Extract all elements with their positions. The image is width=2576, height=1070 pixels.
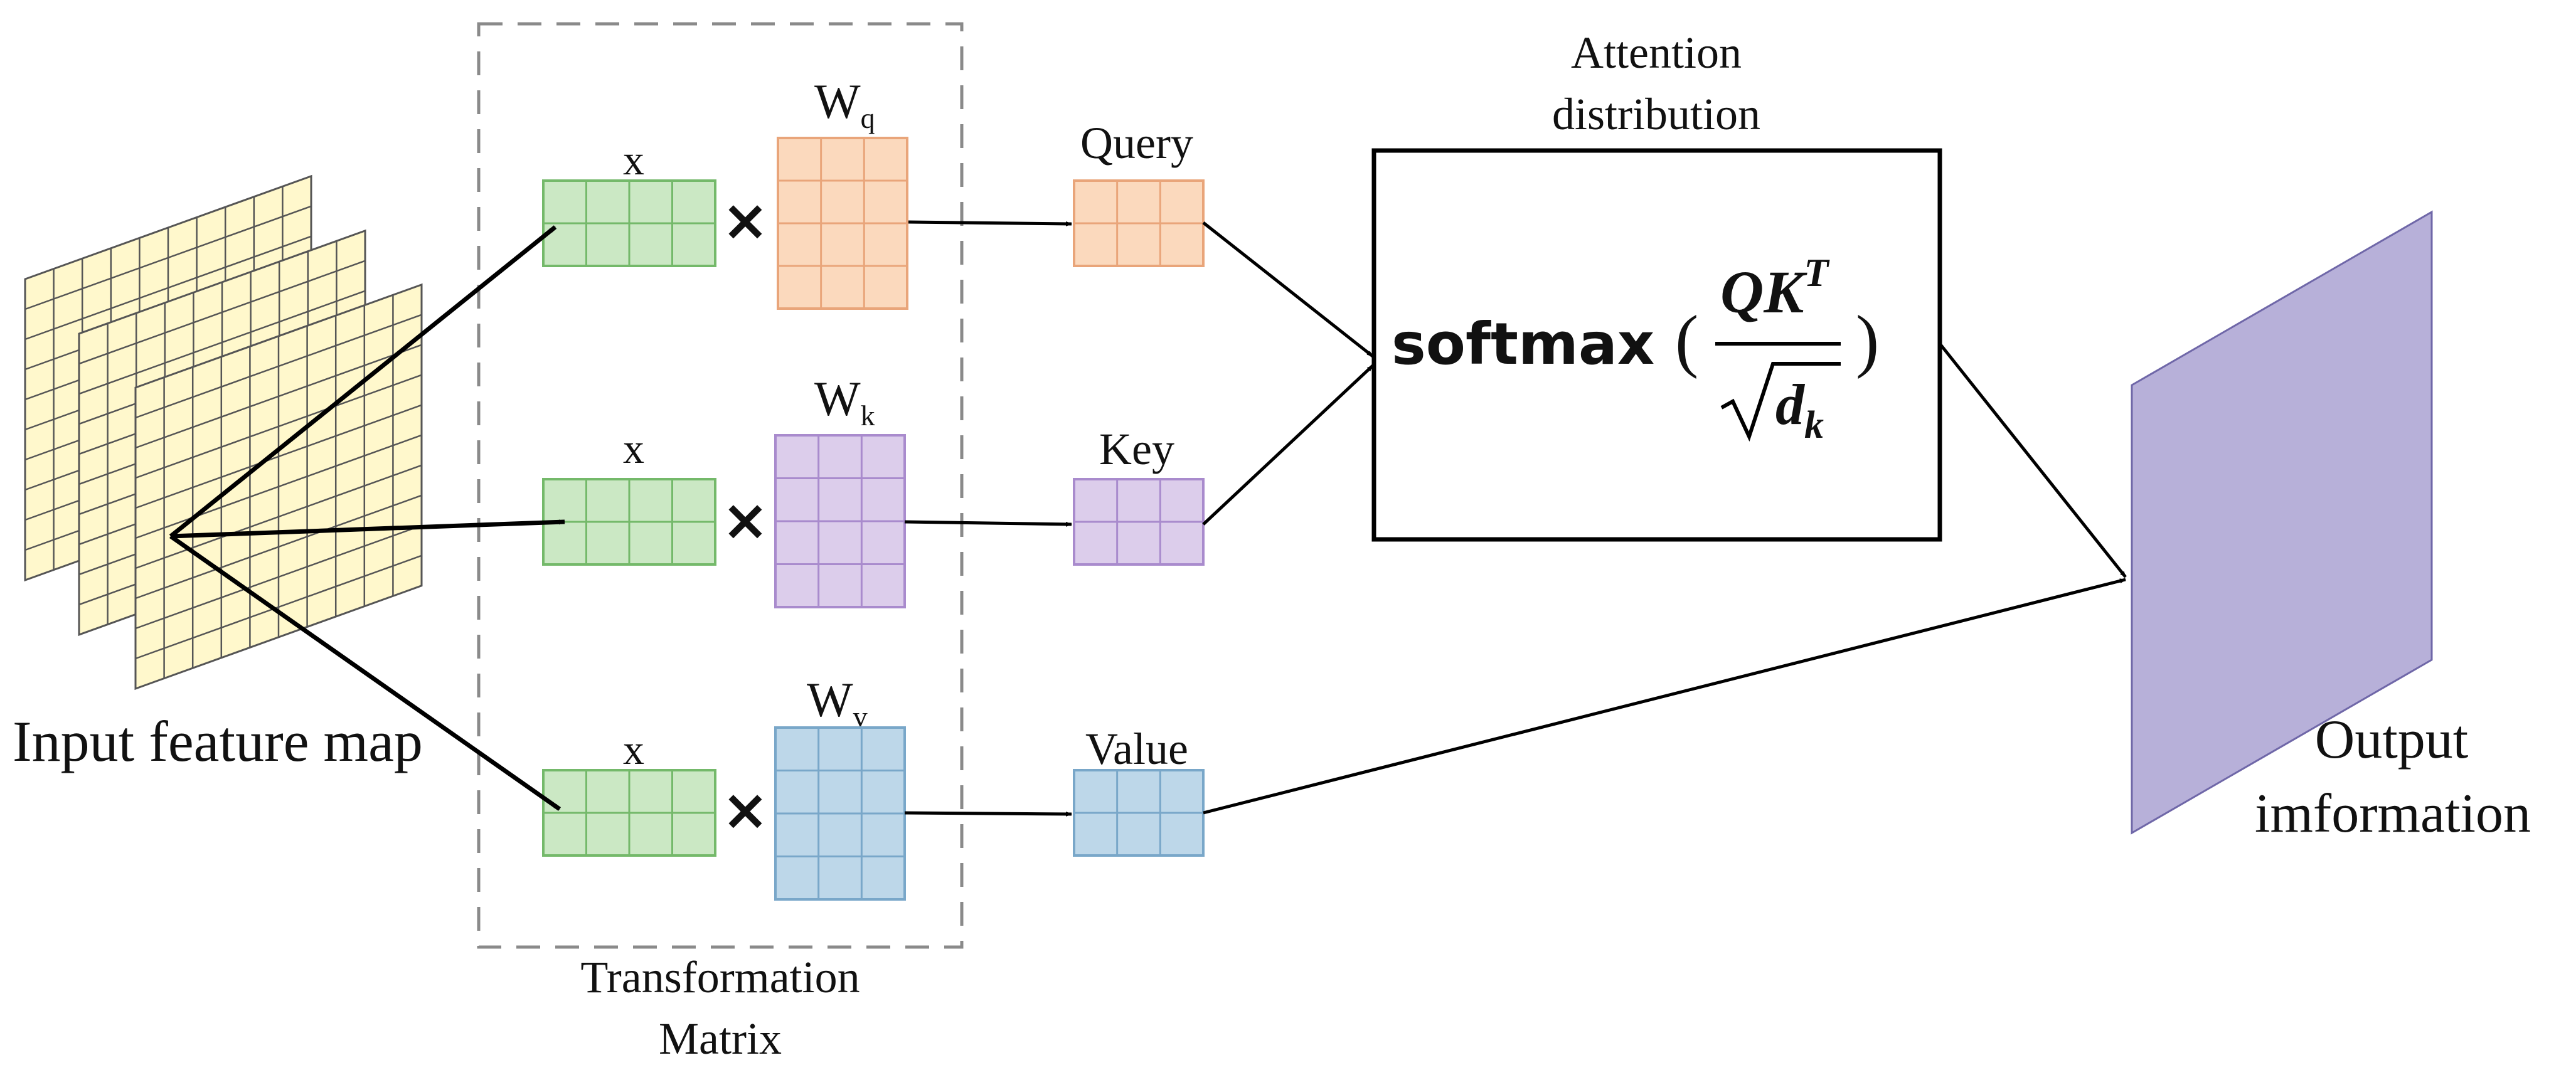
transformation-title-line1: Transformation	[580, 952, 860, 1002]
wq-label: Wq	[814, 74, 875, 134]
output-plane	[2131, 210, 2433, 835]
arrow-wv-to-value	[904, 811, 1072, 817]
feature-map-row-line	[24, 205, 312, 310]
arrow-softmax-to-output	[1939, 342, 2127, 578]
query-label: Query	[1080, 118, 1193, 168]
feature-map-row-line	[78, 290, 366, 395]
x-matrix-query	[542, 179, 716, 267]
transformation-title-line2: Matrix	[659, 1014, 782, 1064]
key-label: Key	[1099, 424, 1174, 474]
times-sign-key: ×	[721, 487, 769, 553]
arrow-input-to-x-value	[169, 534, 562, 811]
arrow-input-to-x-query	[169, 225, 557, 538]
arrow-value-to-output	[1203, 578, 2126, 815]
value-label: Value	[1085, 724, 1188, 774]
wv-label: Wv	[807, 672, 868, 733]
arrow-key-to-softmax	[1202, 364, 1374, 526]
attention-title-line2: distribution	[1552, 89, 1760, 139]
x-label-key: x	[623, 425, 644, 472]
feature-map-row-line	[24, 235, 312, 341]
arrow-wq-to-query	[908, 220, 1072, 226]
feature-map-row-line	[135, 344, 422, 449]
arrow-input-to-x-key	[170, 519, 565, 539]
denominator: dk	[1775, 373, 1824, 447]
input-feature-map-label: Input feature map	[13, 709, 423, 773]
sqrt-sign	[1720, 362, 1841, 442]
attention-box	[1371, 148, 1942, 542]
softmax-formula: softmax ( QKT dk )	[1392, 250, 1879, 447]
softmax-text: softmax	[1392, 310, 1654, 378]
numerator-qk: QK	[1720, 258, 1807, 326]
arrow-query-to-softmax	[1202, 221, 1374, 358]
feature-map-row-line	[135, 554, 422, 660]
transformation-matrix-box	[477, 22, 964, 949]
open-paren: (	[1675, 302, 1698, 379]
feature-map-row-line	[135, 434, 422, 539]
wk-matrix	[774, 434, 906, 608]
output-label-line1: Output	[2315, 709, 2468, 770]
wv-label-main: W	[807, 672, 853, 727]
feature-map-row-line	[78, 260, 366, 365]
wq-label-sub: q	[861, 102, 875, 134]
key-row: x × Wk Key	[542, 371, 1205, 608]
feature-map-sheet-3	[134, 283, 423, 691]
x-label-query: x	[623, 136, 644, 184]
query-matrix	[1073, 179, 1205, 267]
x-label-value: x	[623, 726, 644, 773]
wv-matrix	[774, 726, 906, 901]
numerator-superscript: T	[1804, 250, 1830, 295]
wv-label-sub: v	[853, 701, 868, 733]
numerator: QKT	[1720, 250, 1830, 326]
close-paren: )	[1856, 302, 1879, 379]
wk-label-main: W	[814, 371, 861, 426]
output-label-line2: imformation	[2255, 783, 2531, 844]
feature-map-row-line	[135, 404, 422, 509]
wk-label: Wk	[814, 371, 875, 432]
wk-label-sub: k	[861, 400, 875, 432]
key-matrix	[1073, 478, 1205, 566]
feature-map-row-line	[135, 494, 422, 600]
feature-map-row-line	[135, 464, 422, 569]
query-row: x × Wq Query	[542, 74, 1205, 310]
attention-title-line1: Attention	[1571, 28, 1742, 78]
feature-map-row-line	[135, 524, 422, 630]
feature-map-row-line	[135, 374, 422, 479]
input-feature-map	[24, 174, 423, 691]
value-matrix	[1073, 769, 1205, 857]
feature-map-row-line	[135, 314, 422, 419]
wq-label-main: W	[814, 74, 861, 129]
times-sign-query: ×	[721, 188, 769, 253]
arrow-wk-to-key	[904, 520, 1072, 527]
wq-matrix	[777, 137, 908, 310]
denominator-d: d	[1775, 373, 1806, 437]
x-matrix-key	[542, 478, 716, 566]
x-matrix-value	[542, 769, 716, 857]
times-sign-value: ×	[721, 777, 769, 843]
denominator-subscript: k	[1804, 404, 1824, 447]
value-row: x × Wv Value	[542, 672, 1205, 901]
